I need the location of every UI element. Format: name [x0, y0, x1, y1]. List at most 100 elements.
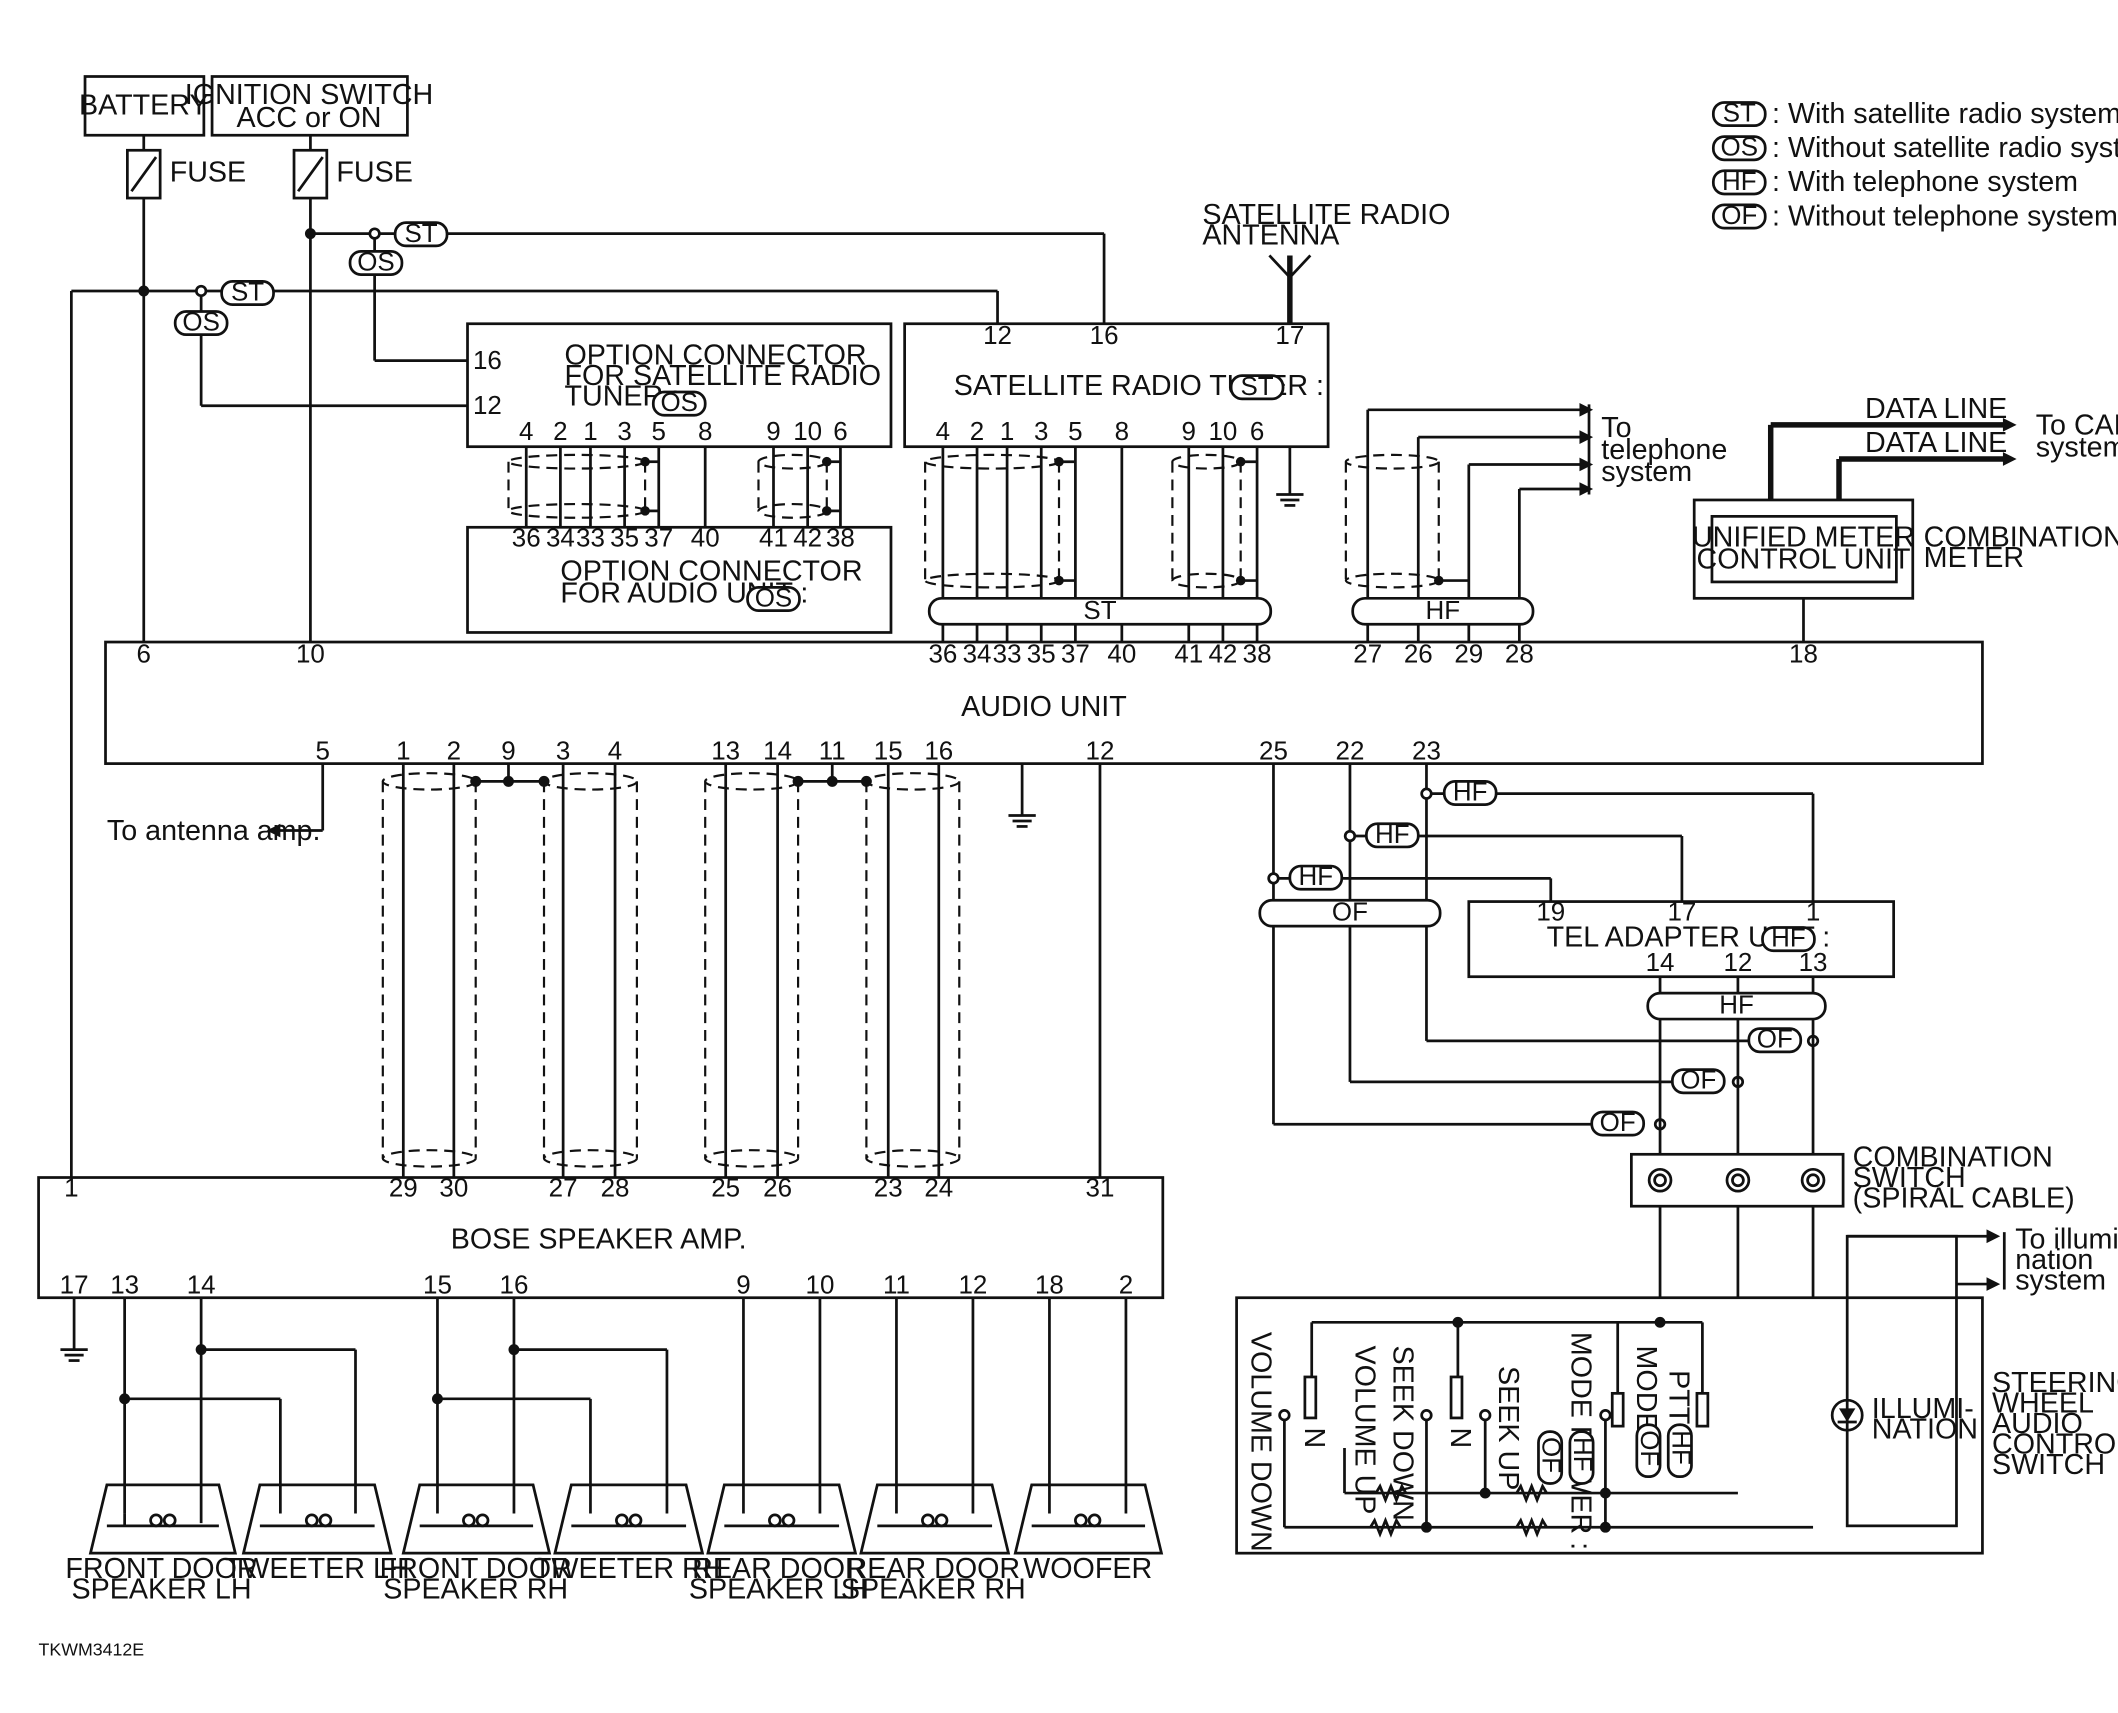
opt-audio-label-1: OPTION CONNECTOR	[560, 556, 862, 588]
option-connector-harness	[507, 446, 842, 528]
pin-tuner-6: 6	[1250, 418, 1264, 446]
pin-bose-2: 2	[1119, 1272, 1133, 1300]
pin-optsat-4: 4	[519, 418, 533, 446]
audio-unit-lower: To antenna amp.	[107, 763, 1036, 847]
pin-tel-12: 12	[1723, 949, 1752, 977]
swac-label-2: WHEEL	[1992, 1387, 2094, 1419]
speaker-twl-label: TWEETER LH	[225, 1553, 410, 1585]
switch-n-2: N	[1444, 1428, 1476, 1449]
legend-code-hf: HF	[1722, 168, 1757, 196]
switch-seek-down: SEEK DOWN	[1387, 1346, 1419, 1521]
pin-tuner-3: 3	[1034, 418, 1048, 446]
opt-sat-label-2: FOR SATELLITE RADIO	[564, 360, 881, 392]
pin-audio-40: 40	[1107, 641, 1136, 669]
pin-audio-36: 36	[928, 641, 957, 669]
pin-audio-b14: 14	[763, 738, 792, 766]
pin-bose-15: 15	[423, 1272, 452, 1300]
speaker-fdr-label-1: FRONT DOOR	[380, 1553, 572, 1585]
pin-bose-24: 24	[924, 1175, 953, 1203]
pin-bose-27: 27	[549, 1175, 578, 1203]
pin-audio-b1: 1	[396, 738, 410, 766]
speaker-rdl-label-1: REAR DOOR	[692, 1553, 866, 1585]
illum-label-1: ILLUMI-	[1872, 1393, 1974, 1425]
pin-audio-41: 41	[1174, 641, 1203, 669]
pin-optsat-1: 1	[583, 418, 597, 446]
pin-audio-b13: 13	[711, 738, 740, 766]
pin-optsat-3: 3	[617, 418, 631, 446]
tag-of-bundle: OF	[1332, 899, 1368, 927]
switch-n-1: N	[1298, 1428, 1330, 1449]
pin-tuner-8: 8	[1115, 418, 1129, 446]
pin-tuner-16: 16	[1090, 322, 1119, 350]
legend-text-os: : Without satellite radio system	[1772, 132, 2118, 164]
pin-audio-b22: 22	[1336, 738, 1365, 766]
combi-switch-label-2: SWITCH	[1853, 1162, 1966, 1194]
pin-audio-b11: 11	[819, 738, 846, 766]
tag-hf-teladapter: HF	[1771, 925, 1806, 953]
tag-st-battery: ST	[231, 279, 264, 307]
antenna-label-2: ANTENNA	[1202, 220, 1340, 252]
pin-bose-29: 29	[389, 1175, 418, 1203]
illum-label-2: NATION	[1872, 1413, 1978, 1445]
pin-audio-10: 10	[296, 641, 325, 669]
pin-bose-10: 10	[806, 1272, 835, 1300]
pin-audio-35: 35	[1027, 641, 1056, 669]
speaker-harness	[381, 763, 1102, 1178]
to-antenna-amp: To antenna amp.	[107, 815, 321, 847]
to-telephone-2: telephone	[1601, 434, 1727, 466]
pin-tel-14: 14	[1646, 949, 1675, 977]
ignition-switch-box	[210, 75, 409, 137]
legend-text-of: : Without telephone system	[1772, 200, 2118, 232]
speaker-rear-door-rh: REAR DOOR SPEAKER RH	[841, 1483, 1026, 1605]
speaker-rdr-label-1: REAR DOOR	[846, 1553, 1020, 1585]
pin-optsat-16: 16	[473, 347, 502, 375]
pin-bose-28: 28	[601, 1175, 630, 1203]
pin-bose-9: 9	[736, 1272, 750, 1300]
to-telephone-1: To	[1601, 412, 1631, 444]
pin-tel-13: 13	[1799, 949, 1828, 977]
pin-bose-30: 30	[439, 1175, 468, 1203]
satellite-radio-tuner: 12 16 17 SATELLITE RADIO TUNER : ST 4 2 …	[903, 322, 1330, 507]
tag-st-tuner: ST	[1240, 373, 1273, 401]
option-connector-audio: 36 34 33 35 37 40 41 42 38 OPTION CONNEC…	[466, 524, 893, 634]
pin-tuner-4: 4	[936, 418, 950, 446]
speaker-fdl-label-1: FRONT DOOR	[65, 1553, 257, 1585]
battery-label: BATTERY	[79, 90, 209, 122]
data-line-1: DATA LINE	[1865, 393, 2007, 425]
pin-tel-1: 1	[1806, 899, 1820, 927]
pin-tel-17: 17	[1667, 899, 1696, 927]
pin-tuner-5: 5	[1068, 418, 1082, 446]
swac-label-5: SWITCH	[1992, 1449, 2105, 1481]
tuner-harness: ST	[924, 446, 1273, 643]
pin-optaud-40: 40	[691, 524, 720, 552]
pin-audio-18: 18	[1789, 641, 1818, 669]
pin-audio-29: 29	[1454, 641, 1483, 669]
pin-optsat-10: 10	[793, 418, 822, 446]
audio-unit: AUDIO UNIT 6 10 36 34 33 35 37 40 41 42 …	[104, 641, 1984, 766]
switch-seek-up: SEEK UP	[1492, 1366, 1524, 1490]
pin-audio-37: 37	[1061, 641, 1090, 669]
tag-os-optsat: OS	[661, 389, 698, 417]
legend-text-st: : With satellite radio system	[1772, 98, 2118, 130]
pin-audio-27: 27	[1353, 641, 1382, 669]
tag-of-22: OF	[1680, 1067, 1716, 1095]
switch-volume-down: VOLUME DOWN	[1245, 1332, 1277, 1552]
tag-os-battery: OS	[182, 309, 219, 337]
combi-switch-label-3: (SPIRAL CABLE)	[1853, 1183, 2075, 1215]
tag-os-ignition: OS	[357, 248, 394, 276]
pin-optsat-9: 9	[766, 418, 780, 446]
tag-hf-teladapter-harness: HF	[1719, 992, 1754, 1020]
combi-meter-label-1: COMBINATION	[1924, 521, 2118, 553]
pin-audio-b9: 9	[501, 738, 515, 766]
telephone-harness: HF To telephone system	[1344, 402, 1727, 643]
speakers: FRONT DOOR SPEAKER LH TWEETER LH FRONT D…	[65, 1483, 1164, 1605]
pin-optsat-5: 5	[652, 418, 666, 446]
pin-tuner-9: 9	[1182, 418, 1196, 446]
pin-audio-b3: 3	[556, 738, 570, 766]
pin-bose-12: 12	[959, 1272, 988, 1300]
tag-hf-22: HF	[1375, 821, 1410, 849]
pin-bose-31: 31	[1086, 1175, 1115, 1203]
pin-audio-42: 42	[1208, 641, 1237, 669]
legend-text-hf: : With telephone system	[1772, 166, 2078, 198]
